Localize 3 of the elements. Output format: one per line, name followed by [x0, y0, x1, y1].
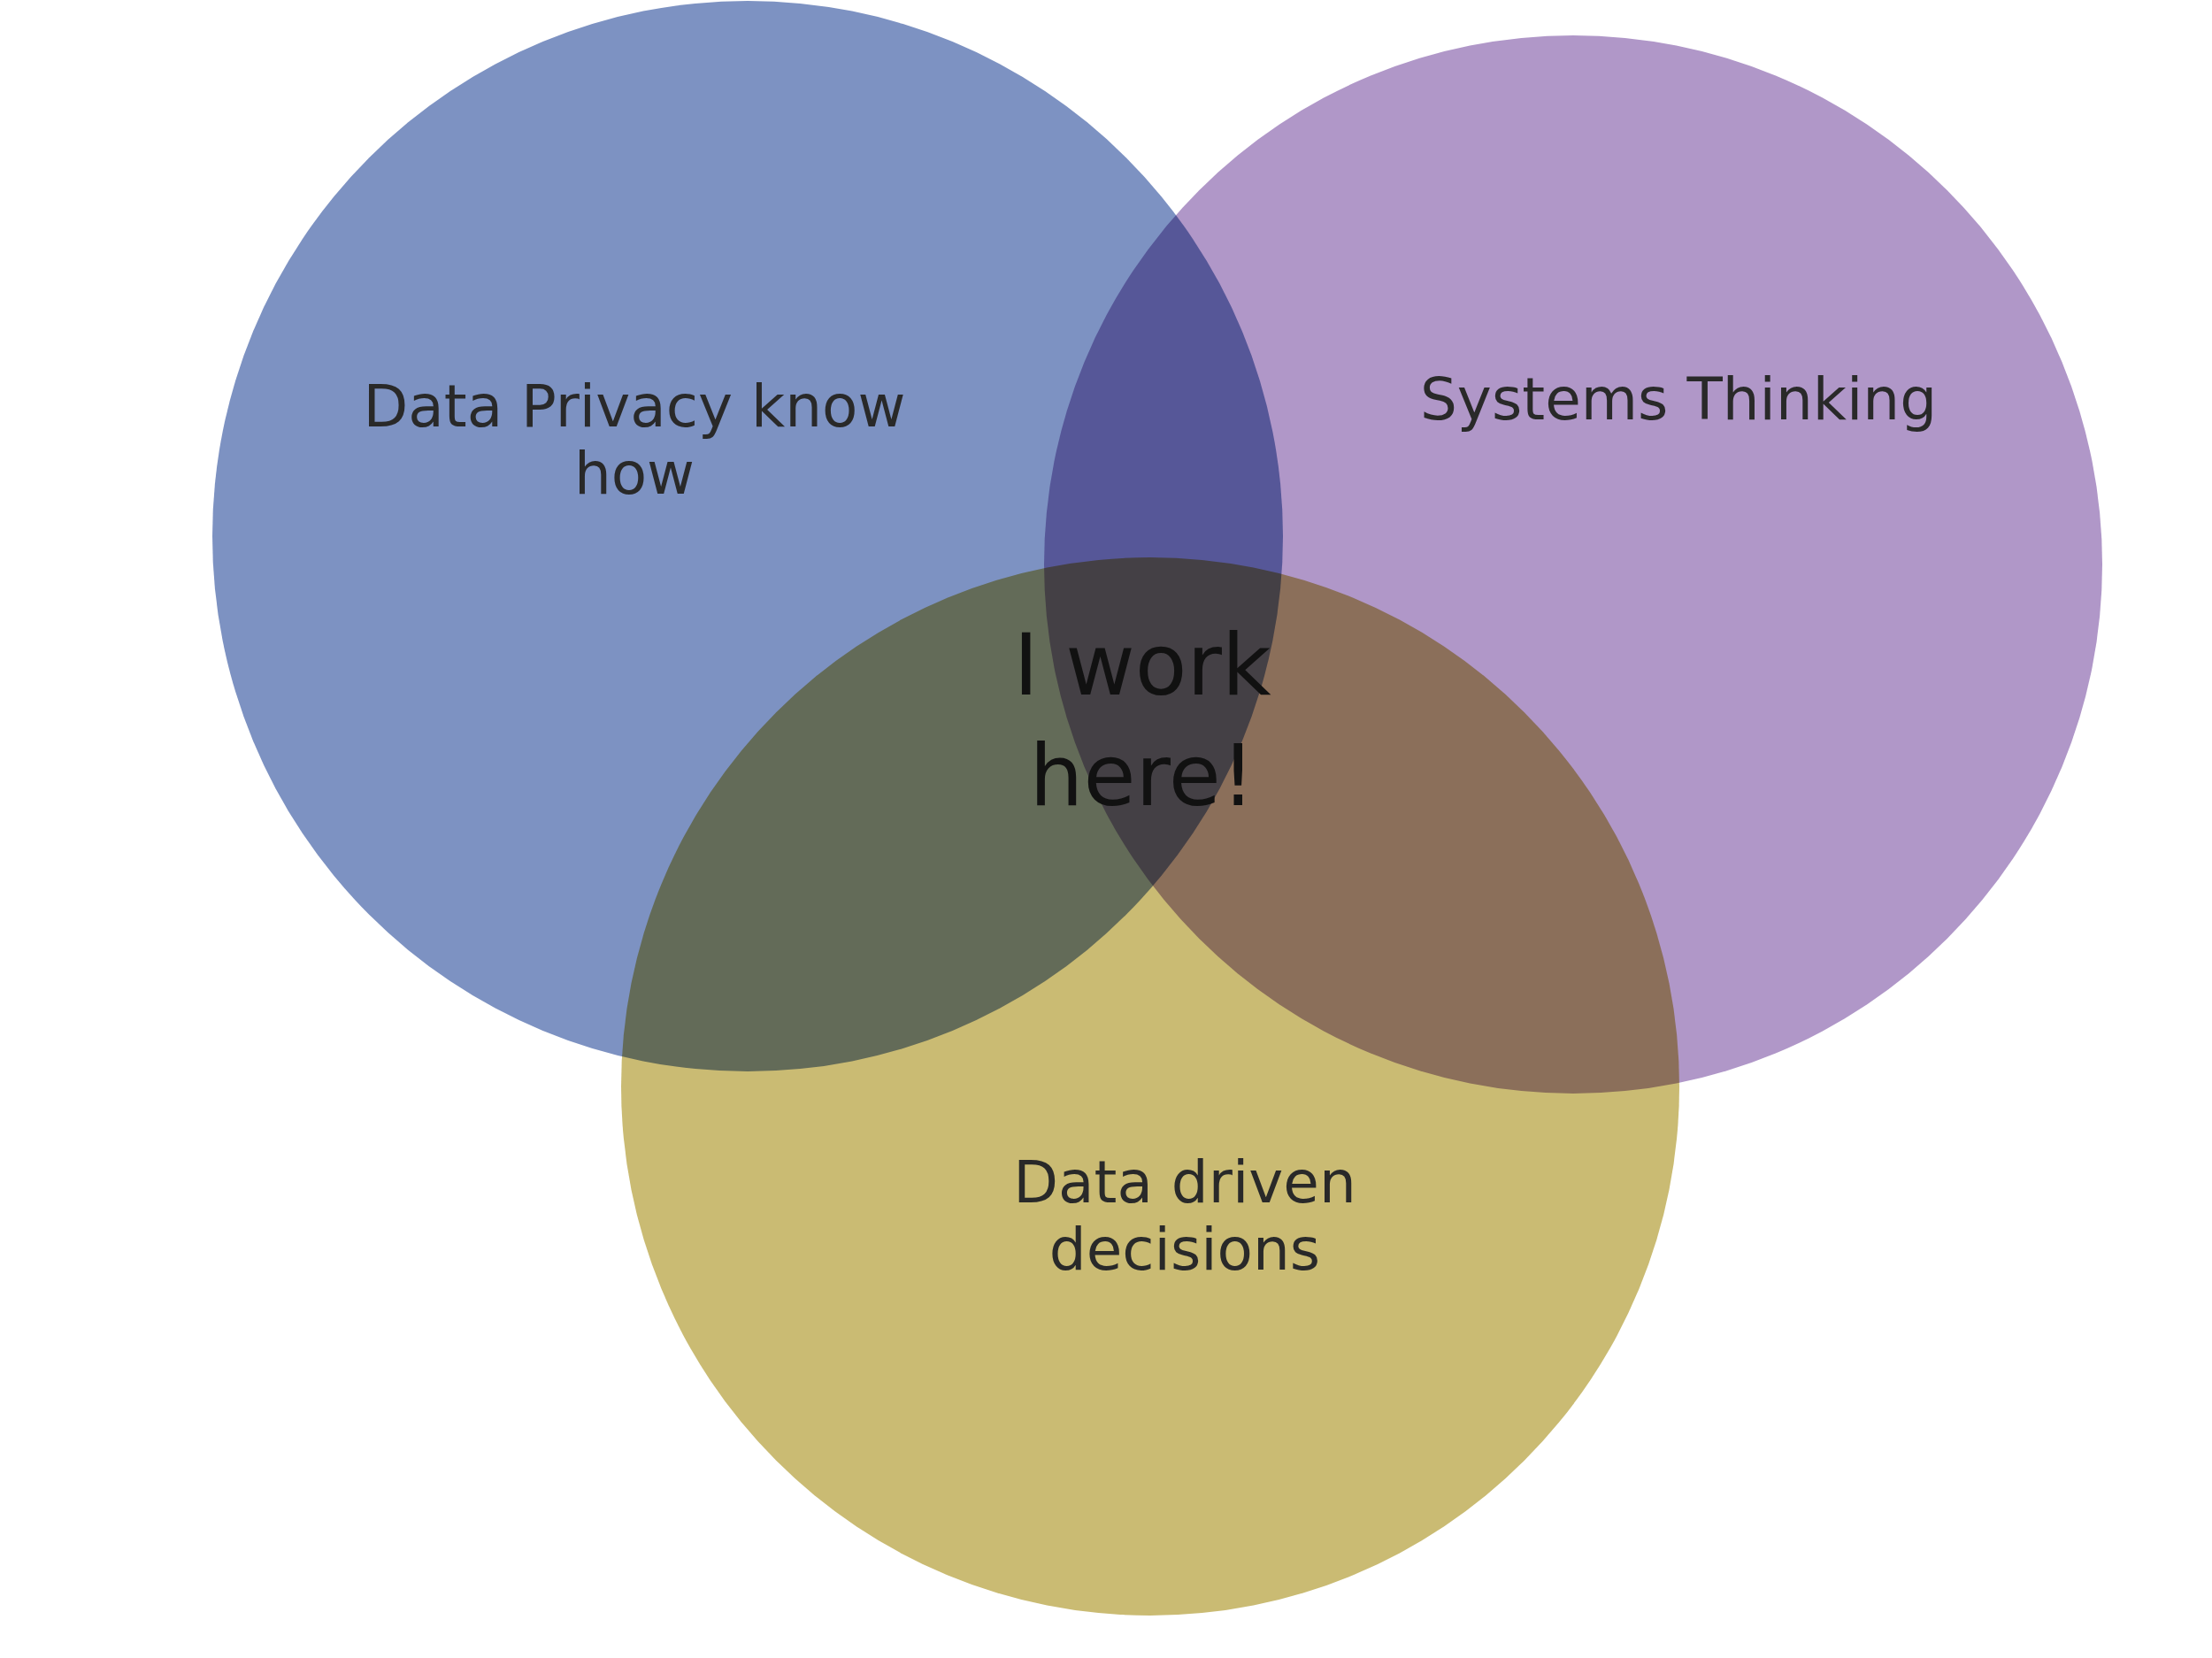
circle-label: Data Privacy know how [362, 373, 907, 508]
circle-label: Data driven decisions [1012, 1149, 1357, 1284]
circle-label: Systems Thinking [1418, 366, 1939, 434]
